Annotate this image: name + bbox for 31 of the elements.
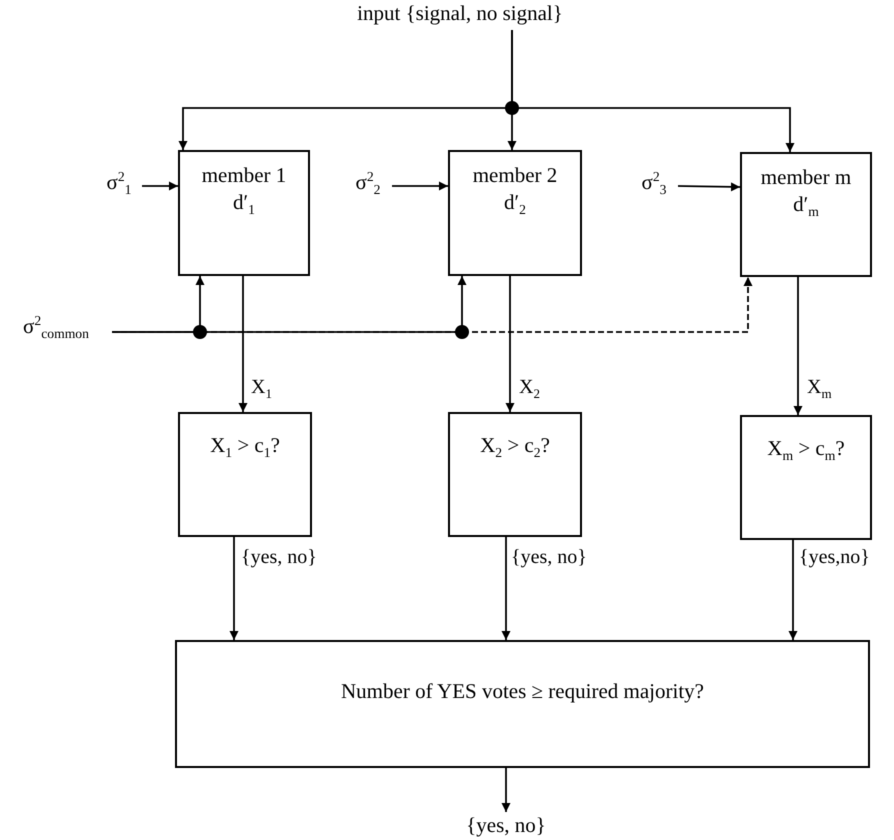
arrow xyxy=(678,182,740,192)
arrow xyxy=(112,277,752,333)
box-title: member m xyxy=(760,164,852,191)
arrow xyxy=(230,537,238,640)
box-text: d′$_{1}$ xyxy=(233,189,255,220)
box-text: d′$_{m}$ xyxy=(793,191,819,222)
box-title: X$_{2}$ > c$_{2}$? xyxy=(480,432,550,462)
box-title: member 1 xyxy=(202,162,286,189)
arrow xyxy=(238,276,248,412)
arrow xyxy=(511,30,794,152)
box-title: X$_{m}$ > c$_{m}$? xyxy=(767,435,845,465)
arrow xyxy=(502,537,510,640)
arrow xyxy=(502,768,510,812)
process-box xyxy=(448,150,582,276)
box-title: Number of YES votes ≥ required majority? xyxy=(341,678,704,705)
arrow xyxy=(794,277,802,415)
box-title: member 2 xyxy=(472,162,558,189)
process-box xyxy=(175,640,870,768)
arrow xyxy=(506,276,514,412)
process-box xyxy=(740,415,872,540)
process-box xyxy=(178,150,310,276)
signal-label: input {signal, no signal} xyxy=(357,0,563,27)
process-box xyxy=(448,412,582,537)
arrow xyxy=(392,182,448,190)
box-title: X$_{1}$ > c$_{1}$? xyxy=(210,432,280,462)
arrow xyxy=(788,540,798,640)
process-box xyxy=(740,152,872,277)
signal-label: {yes, no} xyxy=(466,812,546,839)
box-text: d′$_{2}$ xyxy=(504,189,526,220)
arrow xyxy=(142,182,178,190)
process-box xyxy=(178,412,312,537)
